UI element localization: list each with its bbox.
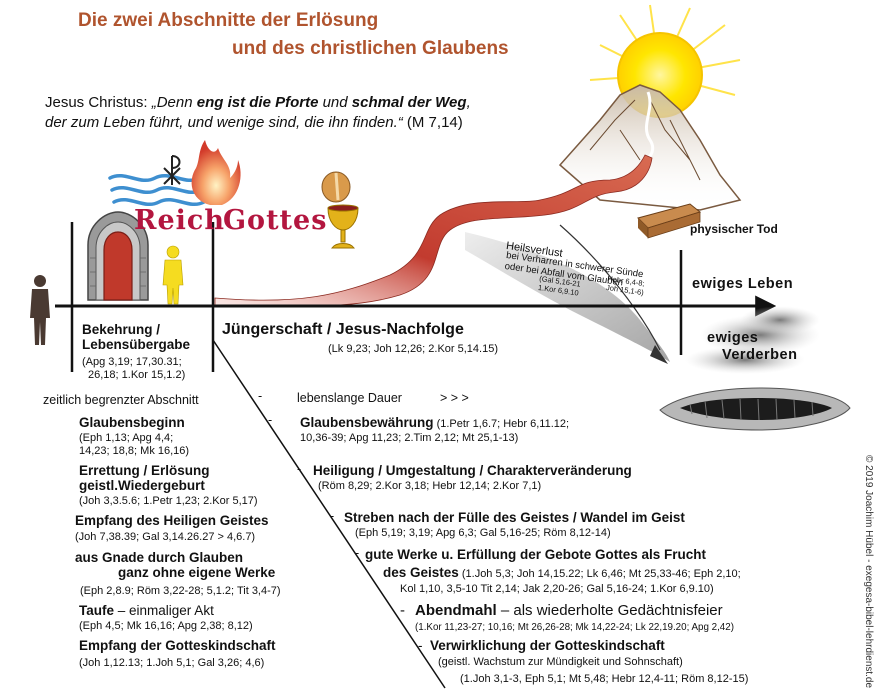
pit-icon (659, 306, 851, 431)
person-yellow-icon (162, 245, 184, 305)
duration-arrows: > > > (440, 391, 469, 405)
quote-line-2-text: der zum Leben führt, und wenige sind, di… (45, 114, 403, 131)
left-item-6-ref: (Joh 1,12.13; 1.Joh 5,1; Gal 3,26; 4,6) (79, 657, 265, 669)
right-item-1-ref-inline: (1.Petr 1,6.7; Hebr 6,11.12; (433, 418, 570, 430)
right-item-1-bold: Glaubensbewährung (300, 415, 434, 430)
water-waves-icon (108, 174, 206, 206)
quote-ref: (M 7,14) (402, 114, 463, 131)
left-item-1-title: Glaubensbeginn (79, 415, 185, 430)
right-item-4-title-1: gute Werke u. Erfüllung der Gebote Gotte… (365, 547, 707, 562)
left-item-4-title-1: aus Gnade durch Glauben (75, 550, 244, 565)
quote-prefix: Jesus Christus: (45, 94, 152, 111)
quote-bold-1: eng ist die Pforte (196, 94, 319, 111)
right-item-4-ref-1: (1.Joh 5,3; Joh 14,15.22; Lk 6,46; Mt 25… (458, 568, 741, 580)
left-item-2-ref: (Joh 3,3.5.6; 1.Petr 1,23; 2.Kor 5,17) (79, 495, 258, 507)
right-item-4-title-2-row: des Geistes (1.Joh 5,3; Joh 14,15.22; Lk… (383, 565, 741, 580)
left-item-4-title-2: ganz ohne eigene Werke (118, 565, 276, 580)
left-item-5-title: Taufe – einmaliger Akt (79, 603, 214, 618)
right-item-6-title: Verwirklichung der Gotteskindschaft (430, 638, 665, 653)
physischer-tod-label: physischer Tod (690, 222, 778, 236)
person-dark-icon (30, 275, 50, 345)
right-item-5-dash: - (400, 602, 405, 619)
gottes-word: Gottes (223, 205, 328, 236)
lebenslang-label: lebenslange Dauer (297, 391, 402, 405)
title-line-2: und des christlichen Glaubens (232, 38, 509, 59)
coffin-icon (637, 203, 702, 239)
right-item-4-ref-2: Kol 1,10, 3,5-10 Tit 2,14; Jak 2,20-26; … (400, 583, 714, 595)
abendmahl-label: Abendmahl (415, 602, 497, 619)
taufe-suffix: – einmaliger Akt (114, 603, 214, 618)
abendmahl-suffix: – als wiederholte Gedächtnisfeier (496, 602, 723, 619)
right-item-6-dash: - (418, 638, 423, 653)
flame-icon (191, 140, 241, 205)
zeitlich-label: zeitlich begrenzter Abschnitt (43, 393, 199, 407)
right-item-2-title: Heiligung / Umgestaltung / Charakterverä… (313, 463, 632, 478)
right-item-6-ref-1: (geistl. Wachstum zur Mündigkeit und Soh… (438, 656, 683, 668)
verderben-label: Verderben (722, 347, 798, 363)
title-line-1: Die zwei Abschnitte der Erlösung (78, 10, 379, 31)
quote-part-2: und (318, 94, 352, 111)
right-item-1-title: Glaubensbewährung (1.Petr 1,6.7; Hebr 6,… (300, 415, 569, 430)
right-item-5-ref: (1.Kor 11,23-27; 10,16; Mt 26,26-28; Mk … (415, 622, 734, 633)
taufe-label: Taufe (79, 603, 115, 618)
bekehrung-label-1: Bekehrung / (82, 322, 161, 337)
left-item-3-title: Empfang des Heiligen Geistes (75, 513, 269, 528)
bread-icon (321, 171, 351, 203)
right-item-4-dash: - (355, 546, 360, 560)
bekehrung-ref-1: (Apg 3,19; 17,30.31; (82, 356, 182, 368)
abfall-wedge (465, 224, 670, 364)
quote-bold-2: schmal der Weg (351, 94, 467, 111)
bekehrung-label-2: Lebensübergabe (82, 337, 191, 352)
left-item-5-ref: (Eph 4,5; Mk 16,16; Apg 2,38; 8,12) (79, 620, 253, 632)
reich-word: Reich (134, 205, 225, 236)
bible-quote: Jesus Christus: „Denn eng ist die Pforte… (45, 93, 471, 113)
section-divider (212, 339, 446, 689)
juengerschaft-label: Jüngerschaft / Jesus-Nachfolge (222, 321, 464, 338)
ewiges-label: ewiges (707, 330, 759, 346)
mountain-icon (558, 84, 742, 211)
left-item-2-title-1: Errettung / Erlösung (79, 463, 210, 478)
right-item-2-dash: - (297, 462, 302, 476)
left-item-1-ref-1: (Eph 1,13; Apg 4,4; (79, 432, 174, 444)
narrow-path (214, 154, 653, 307)
bible-quote-line-2: der zum Leben führt, und wenige sind, di… (45, 113, 463, 133)
chalice-icon (327, 204, 359, 249)
chi-rho-icon (163, 155, 181, 185)
separator-dash: - (258, 389, 263, 403)
copyright-notice: © 2019 Joachim Hübel - exegesa-bibel-leh… (863, 455, 874, 689)
ewiges-leben-label: ewiges Leben (692, 276, 794, 292)
right-item-3-dash: - (330, 509, 335, 523)
right-item-1-dash: - (268, 413, 273, 427)
right-item-4-title-2: des Geistes (383, 565, 459, 580)
right-item-3-title: Streben nach der Fülle des Geistes / Wan… (344, 510, 685, 525)
left-item-1-ref-2: 14,23; 18,8; Mk 16,16) (79, 445, 190, 457)
right-item-3-ref: (Eph 5,19; 3,19; Apg 6,3; Gal 5,16-25; R… (355, 527, 611, 539)
right-item-5-title: Abendmahl – als wiederholte Gedächtnisfe… (415, 602, 723, 619)
right-item-2-ref: (Röm 8,29; 2.Kor 3,18; Hebr 12,14; 2.Kor… (318, 480, 542, 492)
quote-part-1: „Denn (151, 94, 197, 111)
right-item-1-ref-2: 10,36-39; Apg 11,23; 2.Tim 2,12; Mt 25,1… (300, 432, 519, 444)
left-item-2-title-2: geistl.Wiedergeburt (79, 478, 205, 493)
right-item-6-ref-2: (1.Joh 3,1-3, Eph 5,1; Mt 5,48; Hebr 12,… (460, 673, 749, 685)
left-item-3-ref: (Joh 7,38.39; Gal 3,14.26.27 > 4,6.7) (75, 531, 256, 543)
bekehrung-ref-2: 26,18; 1.Kor 15,1.2) (88, 369, 186, 381)
left-item-6-title: Empfang der Gotteskindschaft (79, 638, 276, 653)
juengerschaft-ref: (Lk 9,23; Joh 12,26; 2.Kor 5,14.15) (328, 343, 499, 355)
left-item-4-ref: (Eph 2,8.9; Röm 3,22-28; 5,1.2; Tit 3,4-… (80, 585, 281, 597)
gate-icon (87, 211, 149, 301)
quote-part-3: , (466, 94, 471, 111)
